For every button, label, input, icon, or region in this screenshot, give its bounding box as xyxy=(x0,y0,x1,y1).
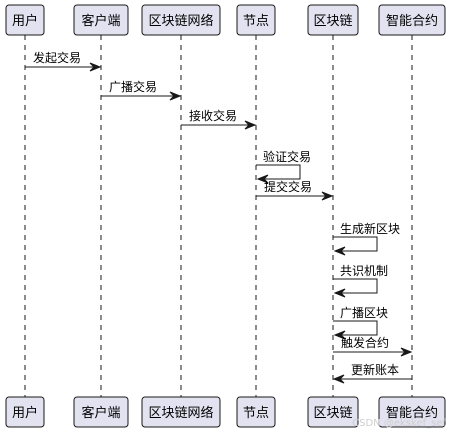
participant-top-chain-box xyxy=(307,4,359,36)
messages: 发起交易广播交易接收交易验证交易提交交易生成新区块共识机制广播区块触发合约更新账… xyxy=(25,50,413,384)
participant-top-client-label: 客户端 xyxy=(81,13,120,29)
message-7-line xyxy=(333,278,378,294)
participants-top: 用户 客户端 区块链网络 节点 区块链 智能合约 xyxy=(5,4,446,36)
participant-top-node-box xyxy=(236,4,276,36)
lifelines xyxy=(24,35,413,397)
message-5-label: 提交交易 xyxy=(264,179,312,194)
participant-bottom-network-box xyxy=(141,396,221,428)
participant-bottom-chain-label: 区块链 xyxy=(313,406,352,421)
message-4-arrowhead xyxy=(256,174,269,184)
message-8-line xyxy=(333,320,378,336)
participant-bottom-user-label: 用户 xyxy=(12,405,38,421)
message-9-label: 触发合约 xyxy=(341,335,389,350)
message-6-arrowhead xyxy=(333,246,346,256)
participant-bottom-client-box xyxy=(73,396,129,428)
message-8-arrowhead xyxy=(333,330,346,340)
message-1-arrowhead xyxy=(89,62,102,72)
message-3-label: 接收交易 xyxy=(189,108,237,123)
message-10-label: 更新账本 xyxy=(351,362,399,377)
message-4-line xyxy=(256,164,301,180)
message-5-arrowhead xyxy=(321,191,334,201)
participant-top-network-label: 区块链网络 xyxy=(148,13,213,29)
participant-top-user-box xyxy=(5,4,45,36)
participant-top-user-label: 用户 xyxy=(12,13,38,29)
message-7-label: 共识机制 xyxy=(340,264,388,278)
participants-bottom: 用户 客户端 区块链网络 节点 区块链 智能合约 xyxy=(5,396,446,428)
message-4-label: 验证交易 xyxy=(263,149,311,164)
message-6-line xyxy=(333,236,378,252)
participant-top-network-box xyxy=(141,4,221,36)
watermark: CSDN @ekskef_sef xyxy=(352,418,446,429)
participant-bottom-node-label: 节点 xyxy=(243,406,269,421)
message-10-arrowhead xyxy=(332,374,345,384)
participant-top-chain-label: 区块链 xyxy=(313,14,352,29)
participant-top-node-label: 节点 xyxy=(243,14,269,29)
participant-bottom-contract-label: 智能合约 xyxy=(386,406,438,421)
message-2-arrowhead xyxy=(169,91,182,101)
participant-top-contract-label: 智能合约 xyxy=(386,14,438,29)
message-8-label: 广播区块 xyxy=(340,306,388,320)
message-6-label: 生成新区块 xyxy=(340,221,400,236)
participant-top-contract-box xyxy=(378,4,446,36)
participant-bottom-chain-box xyxy=(307,396,359,428)
participant-bottom-network-label: 区块链网络 xyxy=(148,405,213,421)
participant-bottom-user-box xyxy=(5,396,45,428)
message-1-label: 发起交易 xyxy=(33,50,81,65)
participant-bottom-contract-box xyxy=(378,396,446,428)
participant-bottom-client-label: 客户端 xyxy=(81,405,120,421)
participant-top-client-box xyxy=(73,4,129,36)
message-2-label: 广播交易 xyxy=(109,79,157,94)
participant-bottom-node-box xyxy=(236,396,276,428)
message-3-arrowhead xyxy=(244,120,257,130)
message-9-arrowhead xyxy=(400,347,413,357)
message-7-arrowhead xyxy=(333,288,346,298)
